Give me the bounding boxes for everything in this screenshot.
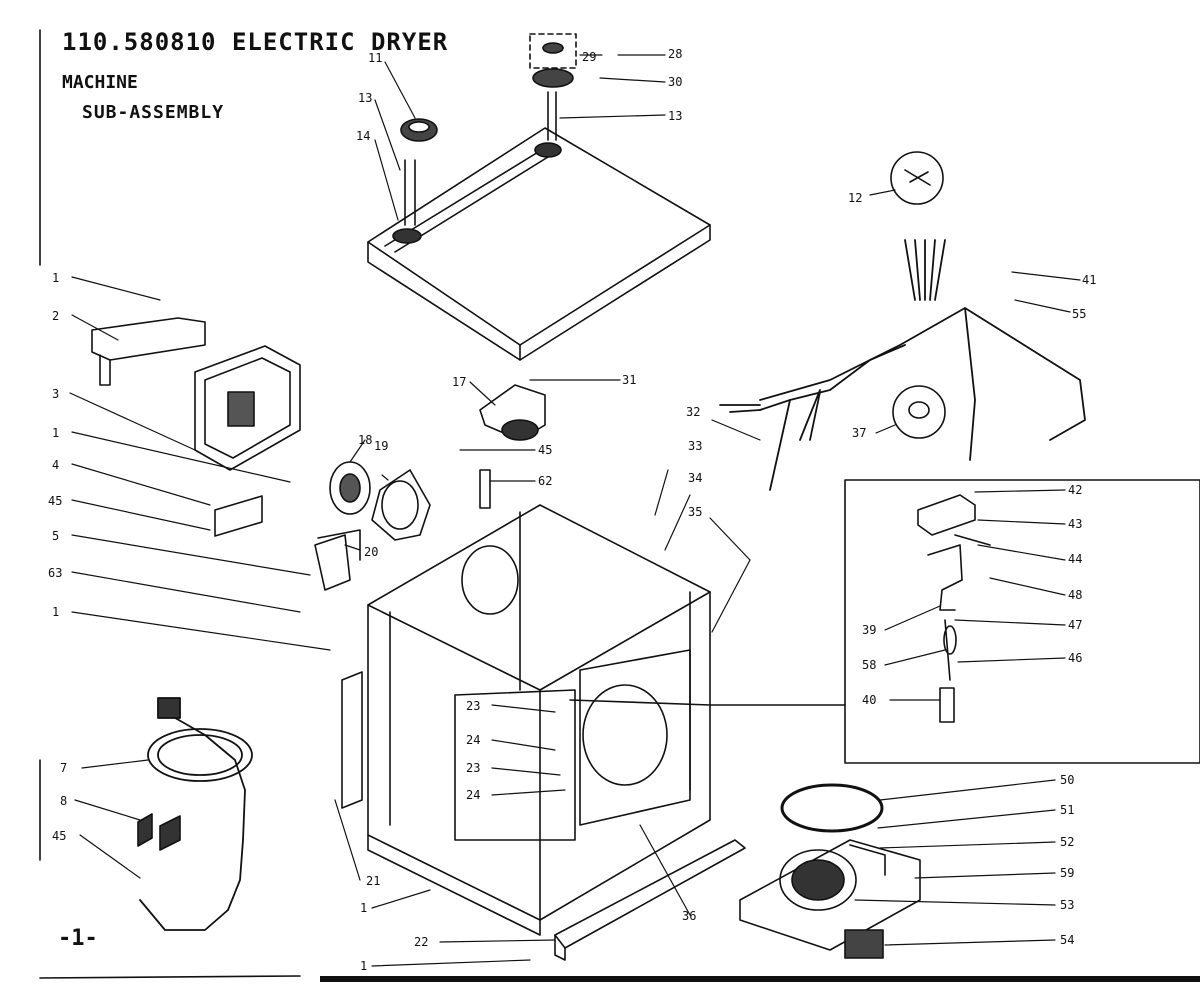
- callout-c42: 42: [1068, 483, 1082, 497]
- callout-c20: 20: [364, 545, 378, 559]
- knob-30: [532, 68, 574, 88]
- callout-c24b: 24: [466, 788, 480, 802]
- connector-37: [892, 385, 946, 439]
- toe-plate-22: [554, 839, 746, 949]
- callout-c5: 5: [52, 529, 59, 543]
- inset-panel: [844, 479, 1200, 764]
- bottom-border-line: [39, 975, 301, 979]
- callout-c13b: 13: [668, 109, 682, 123]
- callout-c45c: 45: [52, 829, 66, 843]
- callout-c2: 2: [52, 309, 59, 323]
- callout-c48: 48: [1068, 588, 1082, 602]
- callout-c3: 3: [52, 387, 59, 401]
- callout-c39: 39: [862, 623, 876, 637]
- callout-c17: 17: [452, 375, 466, 389]
- callout-c32: 32: [686, 405, 700, 419]
- callout-c52: 52: [1060, 835, 1074, 849]
- bracket-2: [91, 317, 206, 361]
- callout-c37: 37: [852, 426, 866, 440]
- callout-c1c: 1: [52, 605, 59, 619]
- idler-17: [479, 384, 546, 441]
- callout-c58: 58: [862, 658, 876, 672]
- blower-housing: [194, 345, 301, 471]
- callout-c22: 22: [414, 935, 428, 949]
- diagram-subtitle-subassembly: SUB-ASSEMBLY: [82, 102, 225, 123]
- callout-c33: 33: [688, 439, 702, 453]
- callout-c51: 51: [1060, 803, 1074, 817]
- callout-c1a: 1: [52, 271, 59, 285]
- callout-c34: 34: [688, 471, 702, 485]
- page-number: -1-: [58, 926, 98, 951]
- callout-c53: 53: [1060, 898, 1074, 912]
- callout-c43: 43: [1068, 517, 1082, 531]
- callout-c47: 47: [1068, 618, 1082, 632]
- callout-c18: 18: [358, 433, 372, 447]
- callout-c1b: 1: [52, 426, 59, 440]
- inset-parts: [917, 494, 991, 723]
- callout-c50: 50: [1060, 773, 1074, 787]
- callout-c30: 30: [668, 75, 682, 89]
- cabinet-body: [341, 504, 711, 936]
- callout-c7: 7: [60, 761, 67, 775]
- callout-c8: 8: [60, 794, 67, 808]
- callout-c24a: 24: [466, 733, 480, 747]
- callout-c31: 31: [622, 373, 636, 387]
- terminals-8: [137, 813, 181, 851]
- connector-12: [890, 151, 944, 205]
- callout-c55: 55: [1072, 307, 1086, 321]
- dashed-box-29: [529, 33, 577, 69]
- callout-c59: 59: [1060, 866, 1074, 880]
- callout-c12: 12: [848, 191, 862, 205]
- callout-c54: 54: [1060, 933, 1074, 947]
- callout-c45a: 45: [48, 494, 62, 508]
- callout-c62: 62: [538, 474, 552, 488]
- diagram-subtitle-machine: MACHINE: [62, 72, 138, 93]
- callout-c36: 36: [682, 909, 696, 923]
- plate-4: [214, 495, 263, 537]
- callout-c21: 21: [366, 874, 380, 888]
- motor-assembly: [739, 839, 921, 959]
- power-cord-7: [139, 697, 253, 931]
- callout-c40: 40: [862, 693, 876, 707]
- callout-c41: 41: [1082, 273, 1096, 287]
- callout-c23a: 23: [466, 699, 480, 713]
- callout-c45b: 45: [538, 443, 552, 457]
- callout-c28: 28: [668, 47, 682, 61]
- callout-c46: 46: [1068, 651, 1082, 665]
- motor-19: [371, 469, 431, 541]
- leader-lines: [69, 54, 1081, 967]
- callout-c11: 11: [368, 51, 382, 65]
- callout-c19: 19: [374, 439, 388, 453]
- callout-c14: 14: [356, 129, 370, 143]
- callout-c1e: 1: [360, 959, 367, 973]
- callout-c4: 4: [52, 458, 59, 472]
- callout-c13a: 13: [358, 91, 372, 105]
- bracket-20: [317, 529, 361, 561]
- top-panel: [367, 127, 711, 361]
- bottom-border-bar: [320, 976, 1200, 982]
- callout-c1d: 1: [360, 901, 367, 915]
- wiring-harness: [719, 239, 1086, 491]
- callout-c29: 29: [582, 50, 596, 64]
- part-62: [479, 469, 491, 509]
- callout-c44: 44: [1068, 552, 1082, 566]
- switch-5: [314, 534, 351, 591]
- diagram-title: 110.580810 ELECTRIC DRYER: [62, 28, 449, 56]
- callout-c63: 63: [48, 566, 62, 580]
- callout-c23b: 23: [466, 761, 480, 775]
- callout-c35: 35: [688, 505, 702, 519]
- belt-50: [780, 783, 884, 833]
